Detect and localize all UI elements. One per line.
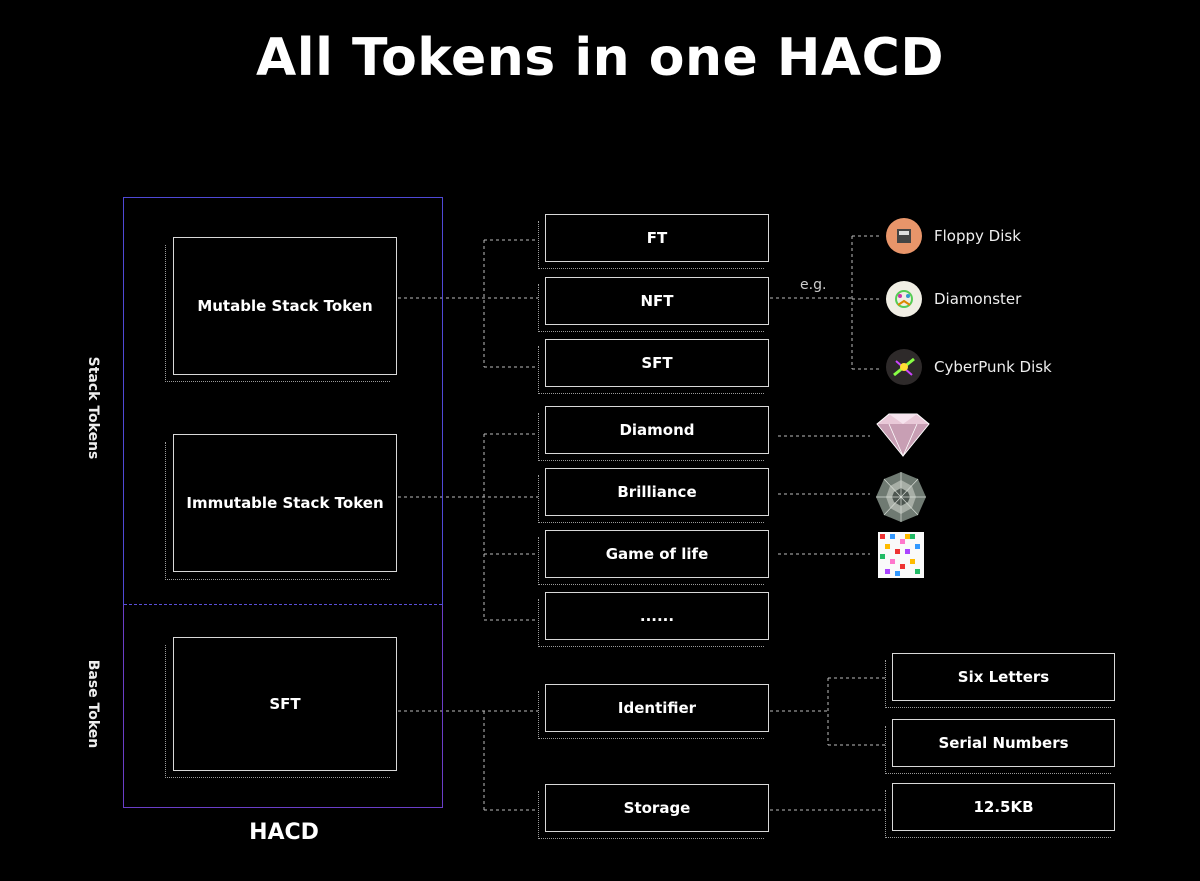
box-shadow [538,537,764,585]
box-shadow [538,691,764,739]
box-shadow [165,245,390,382]
box-shadow [165,645,390,778]
storage-size-box: 12.5KB [892,783,1115,831]
page-title: All Tokens in one HACD [256,28,944,88]
cyberpunk-disk-icon [886,349,922,385]
nft-box: NFT [545,277,769,325]
identifier-box: Identifier [545,684,769,732]
base-token-label: Base Token [85,659,101,749]
example-diamonster: Diamonster [886,281,1021,317]
box-shadow [538,599,764,647]
frame-divider [124,604,442,605]
base-token-frame [123,605,443,808]
example-label: Floppy Disk [934,227,1021,245]
ft-box: FT [545,214,769,262]
serial-numbers-box: Serial Numbers [892,719,1115,767]
example-floppy-disk: Floppy Disk [886,218,1021,254]
brilliance-gem-icon [876,472,926,522]
eg-label: e.g. [800,277,827,293]
example-label: CyberPunk Disk [934,358,1052,376]
stack-tokens-label: Stack Tokens [85,356,101,460]
brilliance-box: Brilliance [545,468,769,516]
base-sft-box: SFT [173,637,397,771]
box-shadow [885,726,1111,774]
box-shadow [538,346,764,394]
storage-box: Storage [545,784,769,832]
mutable-stack-token-box: Mutable Stack Token [173,237,397,375]
example-label: Diamonster [934,290,1022,308]
example-cyberpunk-disk: CyberPunk Disk [886,349,1052,385]
hacd-label: HACD [249,820,319,845]
box-shadow [538,284,764,332]
box-shadow [538,413,764,461]
immutable-stack-token-box: Immutable Stack Token [173,434,397,572]
game-of-life-box: Game of life [545,530,769,578]
six-letters-box: Six Letters [892,653,1115,701]
diamond-box: Diamond [545,406,769,454]
sft-box: SFT [545,339,769,387]
box-shadow [165,442,390,580]
box-shadow [885,790,1111,838]
game-of-life-grid-icon [878,532,924,578]
box-shadow [885,660,1111,708]
diamonster-icon [886,281,922,317]
floppy-disk-icon [886,218,922,254]
diamond-gem-icon [876,413,930,457]
box-shadow [538,475,764,523]
box-shadow [538,791,764,839]
box-shadow [538,221,764,269]
more-items-box: ...... [545,592,769,640]
